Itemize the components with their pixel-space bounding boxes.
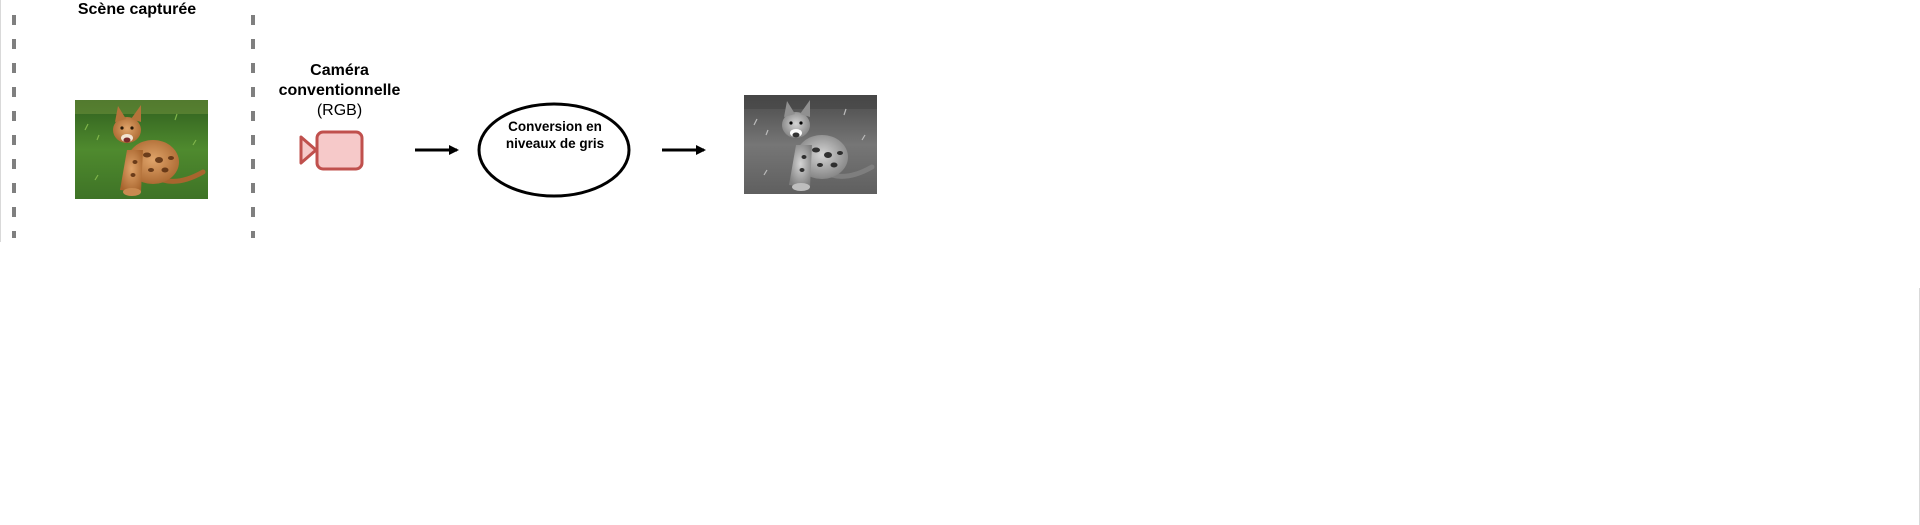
captured-scene-photo (75, 100, 208, 199)
conversion-label-line2: niveaux de gris (505, 136, 605, 151)
scene-title: Scène capturée (77, 1, 197, 18)
camera-label: Caméra conventionnelle (RGB) (262, 61, 417, 121)
video-camera-icon (299, 130, 364, 171)
camera-title-line2: conventionnelle (278, 82, 401, 99)
conversion-label: Conversion en niveaux de gris (478, 118, 632, 152)
left-border-line (0, 0, 1, 242)
grayscale-photo (744, 95, 877, 194)
conversion-label-line1: Conversion en (508, 119, 602, 134)
camera-subtitle: (RGB) (316, 102, 363, 119)
camera-title-line1: Caméra (310, 62, 369, 79)
conversion-ellipse (477, 102, 631, 198)
